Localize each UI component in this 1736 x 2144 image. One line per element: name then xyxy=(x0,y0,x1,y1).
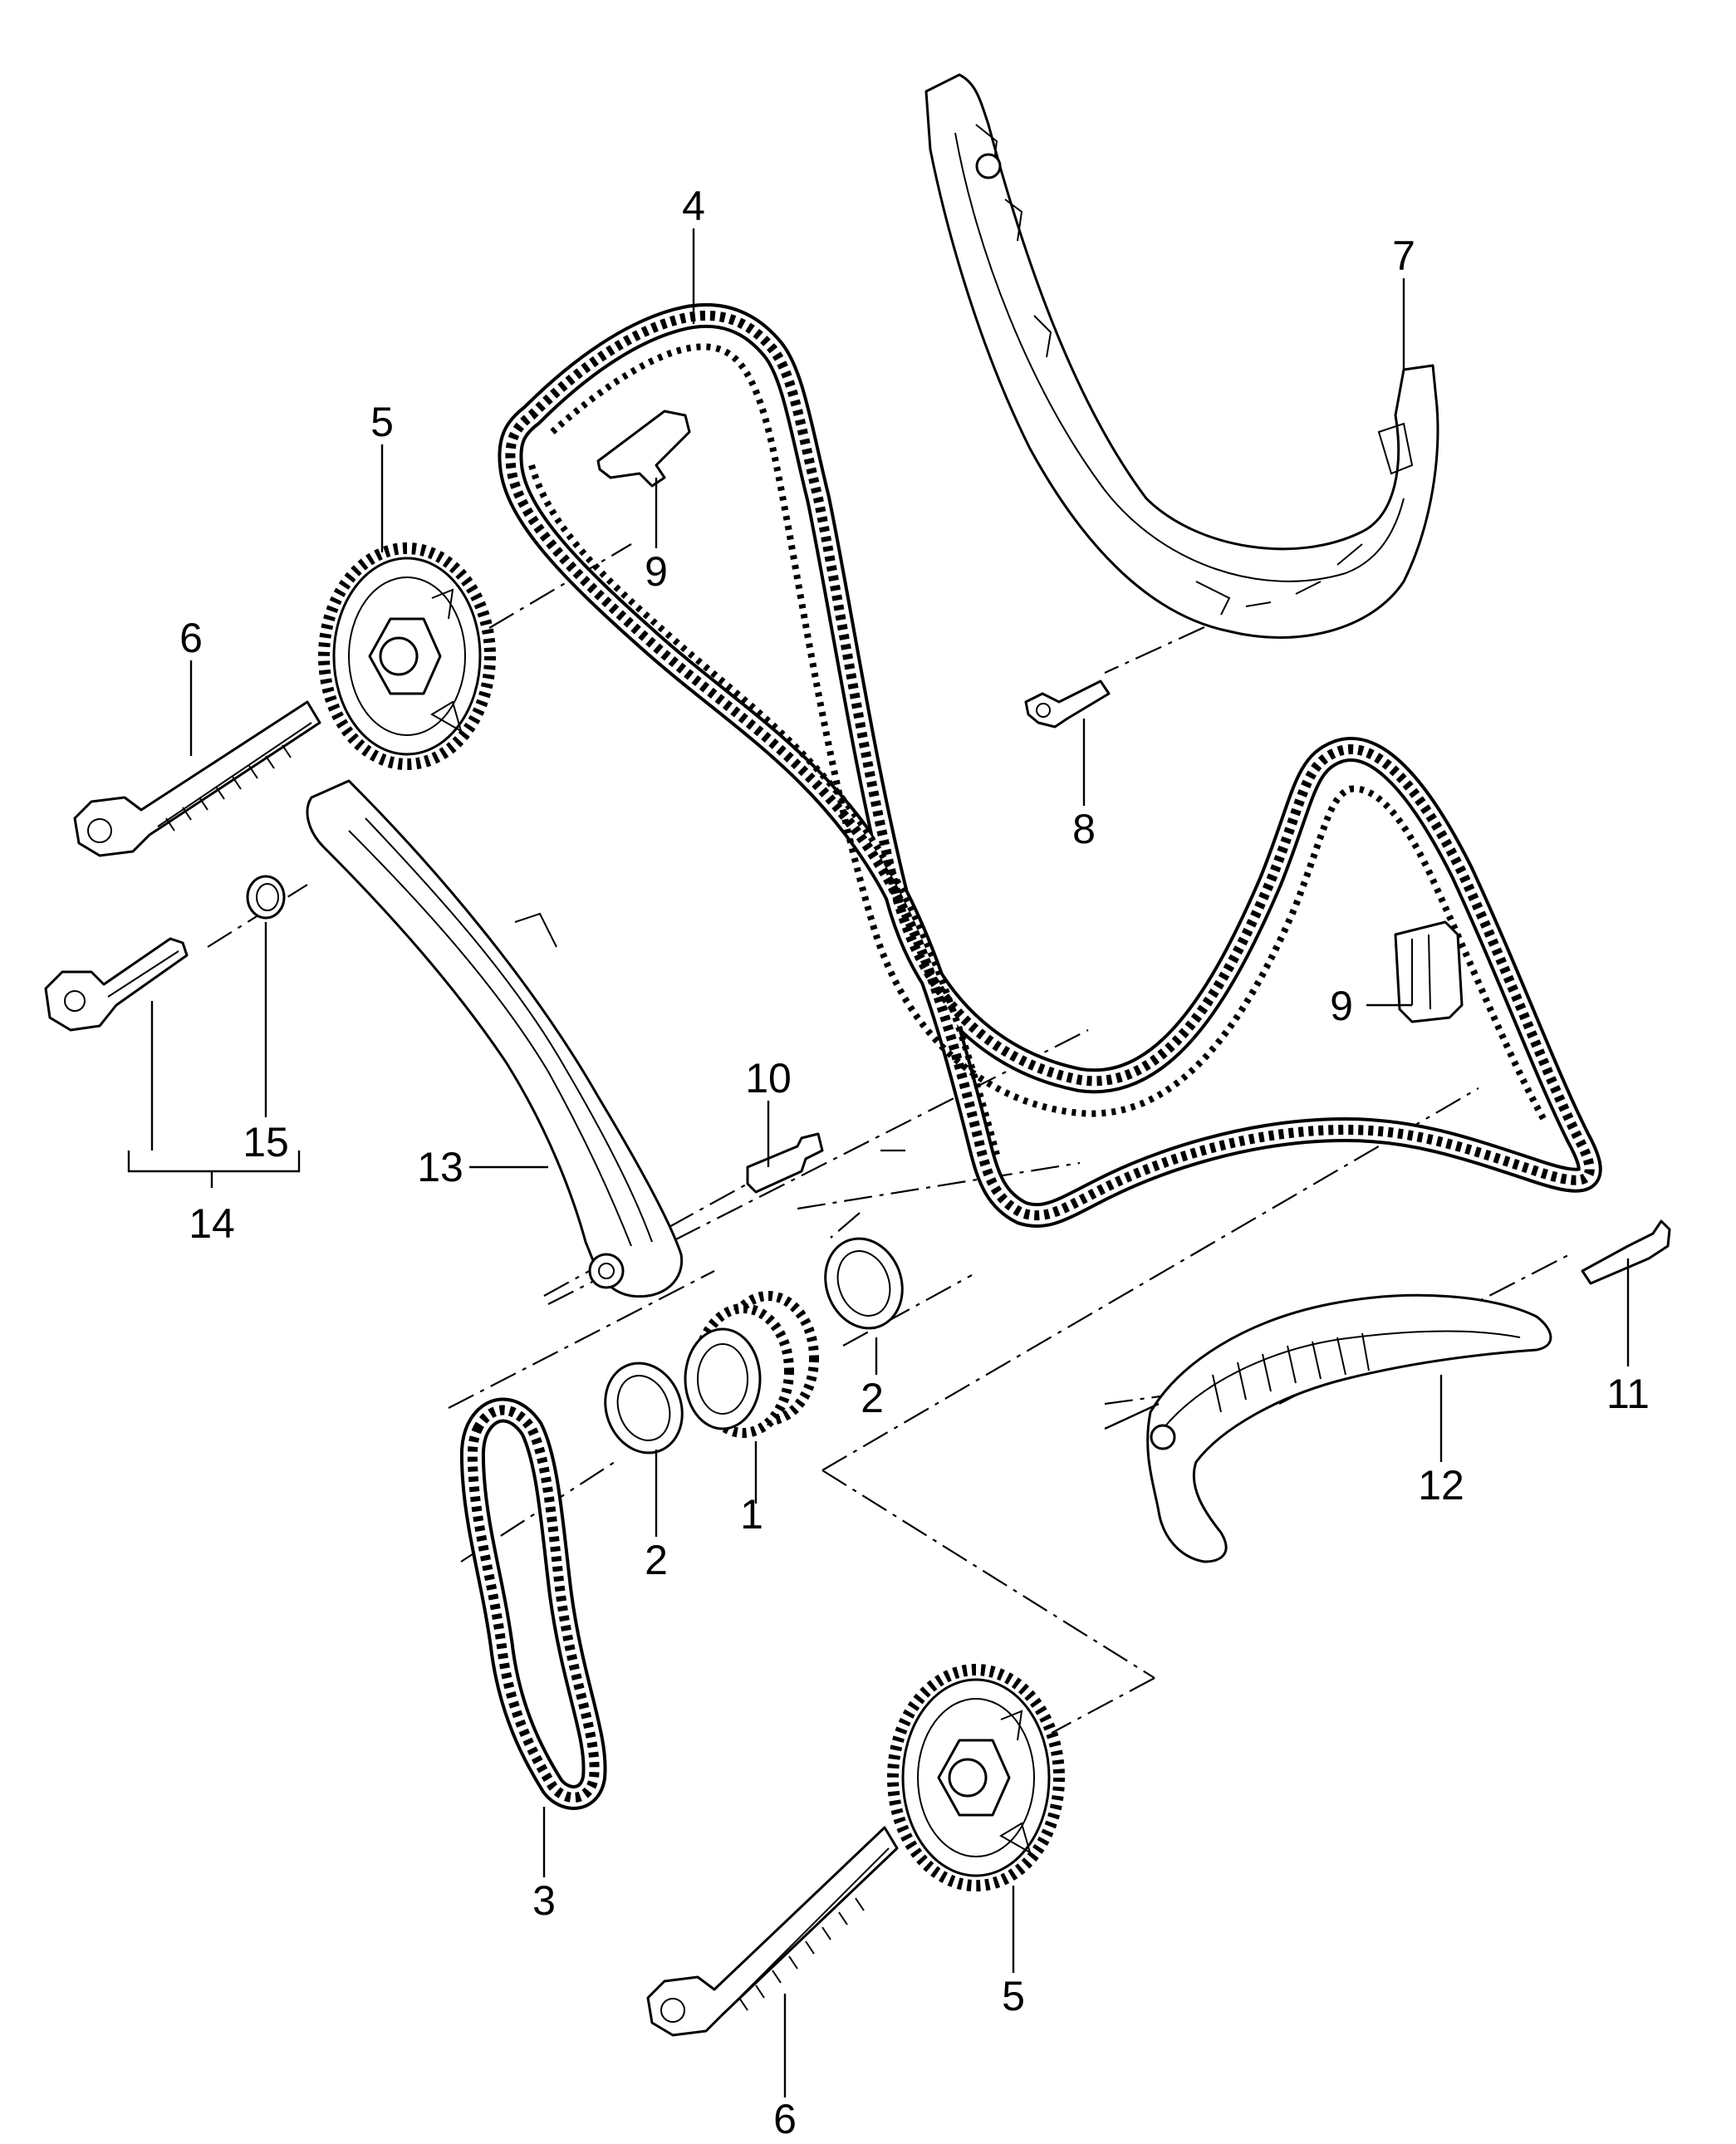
timing-chain-small xyxy=(459,1397,607,1810)
thrust-washer-right xyxy=(824,1237,904,1330)
callout-13: 13 xyxy=(417,1144,463,1190)
guide-rail-lower xyxy=(1104,1293,1552,1563)
callout-12: 12 xyxy=(1418,1462,1464,1509)
callout-7: 7 xyxy=(1392,233,1415,279)
camshaft-sprocket-lower xyxy=(887,1664,1065,1891)
tensioner-pin xyxy=(44,937,189,1032)
guide-rail-upper xyxy=(924,73,1439,639)
callout-2-right: 2 xyxy=(861,1375,884,1421)
sealing-ring xyxy=(246,875,286,920)
callout-11: 11 xyxy=(1606,1371,1650,1417)
callout-4: 4 xyxy=(682,183,705,229)
callout-1: 1 xyxy=(740,1491,763,1538)
callout-labels: 1 2 2 3 4 5 5 6 6 7 8 9 9 10 11 12 13 14… xyxy=(179,183,1650,2142)
callout-5-upper: 5 xyxy=(370,399,394,445)
callout-5-lower: 5 xyxy=(1002,1973,1025,2019)
callout-2-left: 2 xyxy=(645,1537,668,1583)
callout-9-lower: 9 xyxy=(1330,983,1353,1029)
callout-9-upper: 9 xyxy=(645,548,668,595)
callout-14: 14 xyxy=(189,1200,235,1247)
crankshaft-double-sprocket xyxy=(684,1291,819,1438)
camshaft-sprocket-upper xyxy=(318,542,496,770)
callout-3: 3 xyxy=(532,1877,556,1924)
callout-6-lower: 6 xyxy=(773,2096,797,2142)
callout-10: 10 xyxy=(745,1055,792,1101)
thrust-washer-left xyxy=(604,1361,684,1455)
timing-chain-main xyxy=(498,302,1602,1229)
guide-bolt-8 xyxy=(1024,680,1111,729)
slide-pad-lower xyxy=(1394,920,1464,1023)
callout-6-upper: 6 xyxy=(179,615,203,661)
guide-bolt-11 xyxy=(1581,1219,1671,1285)
slide-pad-upper xyxy=(596,410,691,488)
sprocket-bolt-lower xyxy=(646,1826,899,2037)
callout-15: 15 xyxy=(243,1119,289,1165)
leader-lines xyxy=(127,228,1630,2097)
tensioner-rail-left xyxy=(306,779,684,1298)
sprocket-bolt-upper xyxy=(73,700,321,857)
guide-bolt-10 xyxy=(746,1132,824,1194)
callout-8: 8 xyxy=(1072,806,1096,852)
